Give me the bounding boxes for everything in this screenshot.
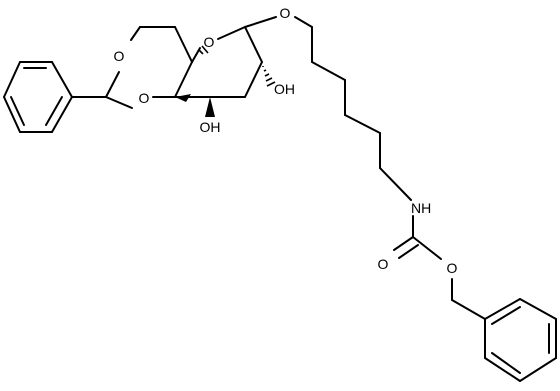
bond (3, 96, 21, 133)
atom-oxygen-acetal-bottom: O (139, 90, 150, 106)
bond (10, 96, 25, 126)
bond (244, 61, 263, 98)
stereo-hash-bond (195, 45, 209, 56)
bond (105, 71, 120, 98)
bond (51, 61, 73, 98)
bonds (3, 16, 557, 382)
bond (174, 26, 193, 63)
bond (174, 61, 193, 98)
stereo-wedge-bond (175, 94, 191, 102)
bond (451, 299, 486, 320)
atom-labels: O O O O OH OH NH O O (114, 5, 458, 276)
atom-oxygen-acetal-top: O (114, 48, 125, 64)
atom-amine-nh: NH (411, 200, 431, 216)
bond (344, 114, 381, 134)
atom-oxygen-ring: O (204, 34, 215, 50)
atom-hydroxyl-c2: OH (274, 81, 295, 97)
bond (217, 26, 246, 40)
atom-oxygen-glycosidic: O (280, 5, 291, 21)
stereo-hash-bond (262, 66, 276, 87)
bond (45, 96, 63, 126)
bond (393, 236, 414, 251)
bond (519, 298, 557, 320)
bond (398, 244, 419, 259)
bond (311, 61, 346, 81)
bond (130, 26, 141, 41)
bond (491, 352, 521, 374)
atom-oxygen-carbonyl: O (378, 256, 389, 272)
bond (412, 236, 442, 260)
bond (3, 61, 21, 98)
bond (244, 16, 277, 28)
bond (105, 96, 133, 109)
bond (379, 167, 412, 201)
bond (484, 357, 521, 382)
bond (294, 16, 313, 28)
bond (244, 26, 263, 63)
atom-hydroxyl-c3: OH (200, 119, 221, 135)
bond (519, 357, 557, 382)
bond (51, 96, 73, 133)
stereo-wedge-bond (205, 97, 215, 117)
bond (484, 298, 521, 320)
bond (491, 306, 521, 325)
atom-oxygen-ester: O (447, 260, 458, 276)
